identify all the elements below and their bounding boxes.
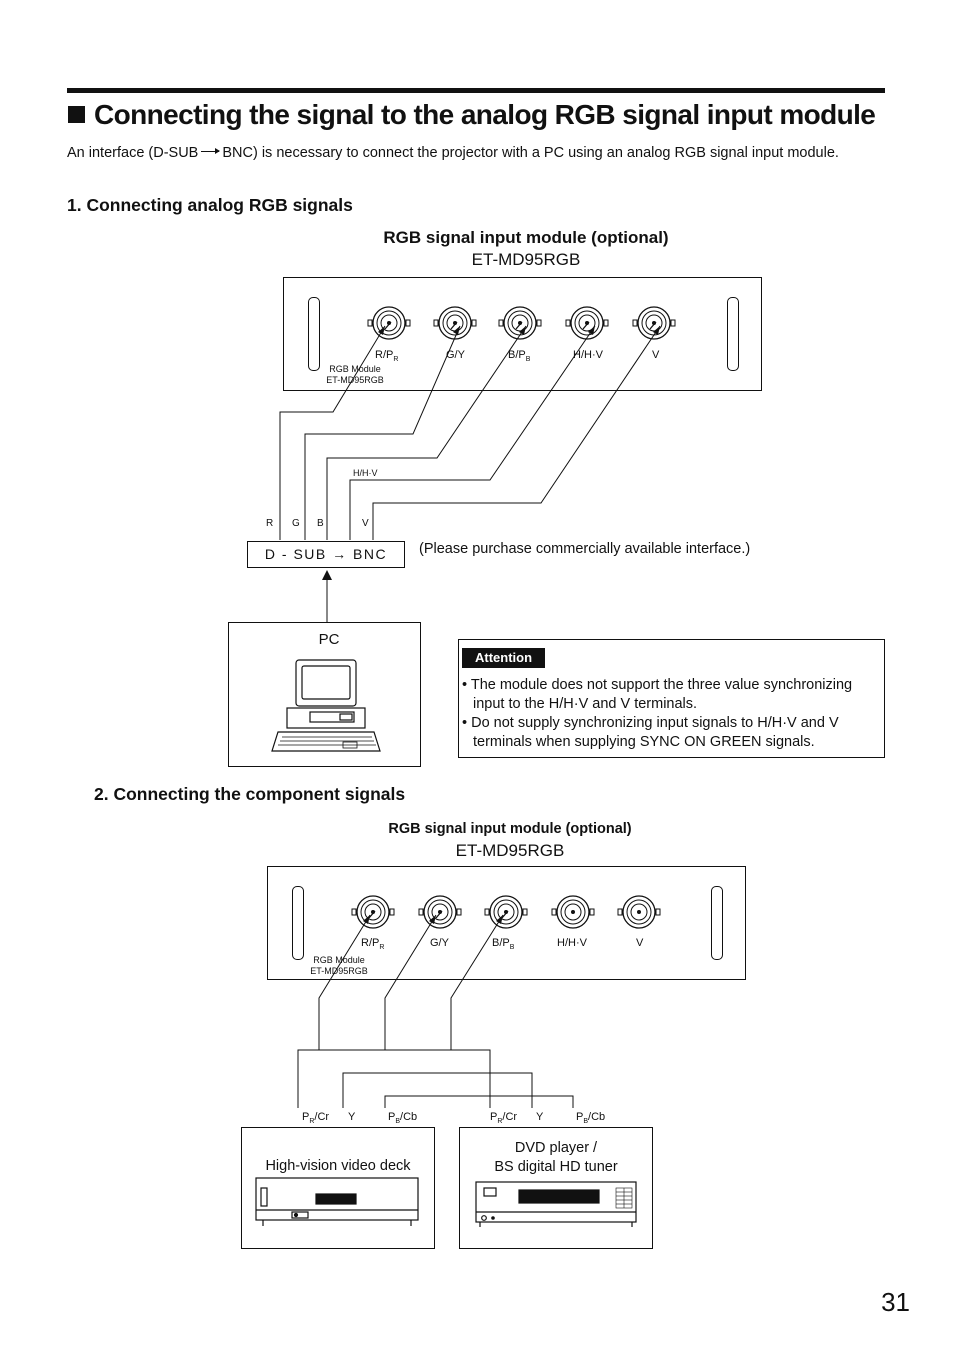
deck-cable-pb: PB/Cb: [388, 1111, 418, 1126]
intro-text-b: BNC) is necessary to connect the project…: [222, 145, 839, 161]
page-title-text: Connecting the signal to the analog RGB …: [94, 99, 876, 130]
bnc-connector-icon: [498, 306, 542, 340]
pc-to-interface-arrow: [322, 570, 332, 622]
terminal-label-r-pr: R/PR: [375, 349, 399, 364]
section2-module-caption: RGB signal input module (optional): [388, 821, 632, 837]
page-title: Connecting the signal to the analog RGB …: [68, 98, 928, 132]
section2-module-model: ET-MD95RGB: [455, 841, 565, 860]
attention-item: • Do not supply synchronizing input sign…: [462, 715, 839, 750]
cable-label-r: R: [266, 518, 274, 529]
bnc-connector-icon: [351, 895, 395, 929]
cable-label-b: B: [317, 518, 324, 529]
dvd-cable-pb: PB/Cb: [576, 1111, 606, 1126]
bnc-connector-icon: [433, 306, 477, 340]
pc-label: PC: [318, 631, 340, 648]
bnc-connector-icon: [617, 895, 661, 929]
mounting-slot-right: [711, 886, 723, 960]
dvd-cable-y: Y: [536, 1111, 544, 1123]
video-deck-box: High-vision video deck: [241, 1127, 435, 1249]
deck-cable-pr: PR/Cr: [302, 1111, 330, 1126]
attention-list: • The module does not support the three …: [462, 676, 878, 752]
section1-module-caption: RGB signal input module (optional): [383, 228, 669, 247]
bnc-connector-icon: [367, 306, 411, 340]
intro-text-a: An interface (D-SUB: [67, 145, 199, 161]
attention-box: Attention • The module does not support …: [458, 639, 885, 758]
cable-arrowheads: [378, 326, 660, 335]
pc-box: PC: [228, 622, 421, 767]
bnc-connector-icon: [565, 306, 609, 340]
video-deck-label: High-vision video deck: [265, 1158, 411, 1174]
terminal-label-b-pb: B/PB: [508, 349, 531, 364]
deck-cable-y: Y: [348, 1111, 356, 1123]
dvd-player-label: DVD player /BS digital HD tuner: [494, 1140, 618, 1175]
interface-note: (Please purchase commercially available …: [419, 541, 751, 557]
cable-label-v: V: [362, 518, 369, 529]
computer-icon: [271, 659, 381, 752]
terminal-label-v: V: [652, 349, 660, 361]
terminal-label-g-y: G/Y: [446, 349, 465, 361]
square-bullet-icon: [68, 106, 85, 123]
terminal-label-b-pb: B/PB: [492, 937, 515, 952]
attention-item: • The module does not support the three …: [462, 677, 853, 712]
bnc-connector-icon: [418, 895, 462, 929]
terminal-label-r-pr: R/PR: [361, 937, 385, 952]
dvd-player-icon: [475, 1181, 637, 1227]
bnc-connector-icon: [551, 895, 595, 929]
video-deck-icon: [255, 1177, 419, 1226]
bnc-connector-icon: [484, 895, 528, 929]
dvd-cable-pr: PR/Cr: [490, 1111, 518, 1126]
section2-heading: 2. Connecting the component signals: [94, 784, 406, 804]
attention-tag: Attention: [462, 648, 546, 668]
rgb-cables: [279, 325, 661, 540]
header-rule: [67, 88, 885, 93]
dsub-bnc-interface: D - SUB → BNC: [247, 541, 405, 568]
mounting-slot-right: [727, 297, 739, 371]
component-arrowheads: [363, 915, 503, 924]
terminal-label-h-hv: H/H·V: [557, 937, 587, 949]
arrow-icon: [201, 147, 221, 154]
cable-label-g: G: [292, 518, 300, 529]
mounting-slot-left: [292, 886, 304, 960]
terminal-label-g-y: G/Y: [430, 937, 449, 949]
mounting-slot-left: [308, 297, 320, 371]
terminal-label-v: V: [636, 937, 644, 949]
rgb-module-panel-2: [267, 866, 746, 980]
page-number: 31: [881, 1287, 910, 1317]
cable-label-hv: H/H·V: [353, 468, 378, 478]
component-cables: [297, 914, 574, 1108]
section1-heading: 1. Connecting analog RGB signals: [67, 195, 353, 215]
intro-paragraph: An interface (D-SUB BNC) is necessary to …: [67, 143, 877, 163]
terminal-label-h-hv: H/H·V: [573, 349, 603, 361]
section1-module-model: ET-MD95RGB: [471, 250, 581, 269]
